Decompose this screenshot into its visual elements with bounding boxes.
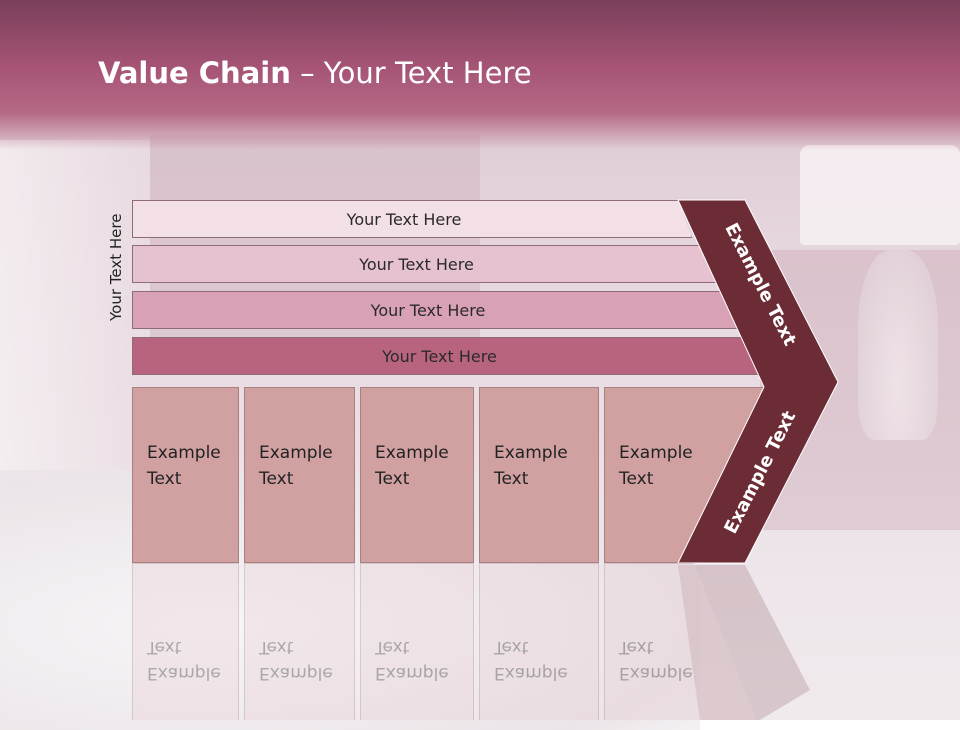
background-window [0, 140, 150, 520]
primary-box-line2: Text [375, 469, 410, 489]
support-bar-label: Your Text Here [346, 209, 462, 229]
primary-box-line2: Text [619, 469, 654, 489]
support-bar-label: Your Text Here [359, 254, 474, 274]
background-lamp-shade [800, 145, 960, 245]
primary-box-line2: Text [147, 469, 182, 489]
primary-box-line1: Example [259, 443, 333, 463]
slide-title[interactable]: Value Chain – Your Text Here [98, 56, 532, 90]
primary-box-4[interactable]: Example Text [479, 387, 599, 563]
background-lamp-base [858, 250, 938, 440]
primary-box-line1: Example [494, 443, 568, 463]
vertical-label[interactable]: Your Text Here [107, 213, 125, 321]
support-bar-label: Your Text Here [370, 300, 486, 320]
support-bar-3[interactable]: Your Text Here [132, 291, 740, 329]
primary-box-line1: Example [147, 443, 221, 463]
primary-box-line2: Text [259, 469, 294, 489]
support-bar-4[interactable]: Your Text Here [132, 337, 763, 375]
primary-box-line1: Example [375, 443, 449, 463]
support-bar-label: Your Text Here [382, 346, 497, 366]
primary-box-2[interactable]: Example Text [244, 387, 355, 563]
title-bold: Value Chain [98, 56, 291, 90]
support-bar-1[interactable]: Your Text Here [132, 200, 692, 238]
support-bar-2[interactable]: Your Text Here [132, 245, 717, 283]
primary-box-line1: Example [619, 443, 693, 463]
primary-box-1[interactable]: Example Text [132, 387, 239, 563]
primary-box-3[interactable]: Example Text [360, 387, 474, 563]
primary-box-line2: Text [494, 469, 529, 489]
title-rest: – Your Text Here [290, 56, 532, 90]
title-bar [0, 0, 960, 150]
